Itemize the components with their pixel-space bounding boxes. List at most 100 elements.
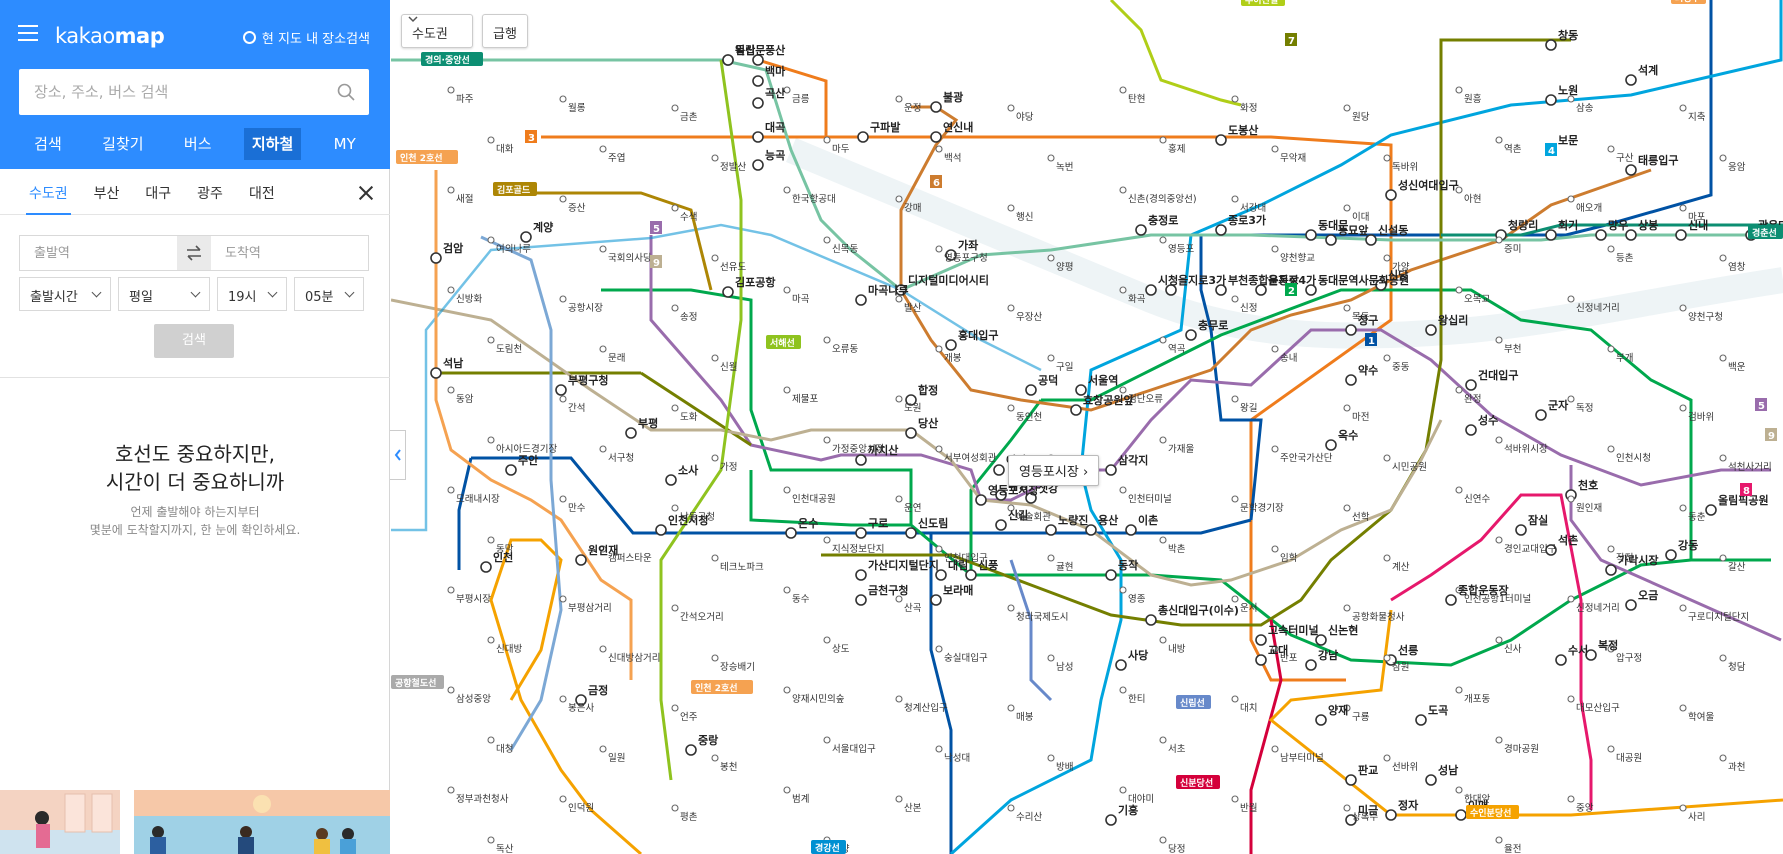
station-label[interactable]: 상록수 [1352,812,1378,823]
station-label[interactable]: 삼성중앙 [456,693,491,705]
station-marker[interactable] [1383,754,1391,762]
station-marker[interactable] [599,445,607,453]
station-label[interactable]: 한티 [1128,694,1145,705]
station-label[interactable]: 계양 [533,220,553,234]
station-label[interactable]: 내방 [1168,644,1186,655]
station-marker[interactable] [1047,554,1055,562]
station-label[interactable]: 백운 [1728,362,1746,373]
station-label[interactable]: 원인재 [588,543,618,557]
region-tab-daegu[interactable]: 대구 [145,186,172,202]
station-marker[interactable] [895,595,903,603]
station-marker[interactable] [783,186,791,194]
station-label[interactable]: 화곡 [1128,294,1146,305]
station-marker[interactable] [1455,386,1463,394]
minute-select[interactable]: 05분 [294,277,364,311]
station-marker[interactable] [1007,404,1015,412]
station-marker[interactable] [823,536,831,544]
station-marker[interactable] [1025,384,1037,396]
station-marker[interactable] [752,75,764,87]
station-marker[interactable] [711,254,719,262]
station-marker[interactable] [930,131,942,143]
station-label[interactable]: 행신 [1016,211,1033,223]
station-label[interactable]: 석계 [1638,63,1658,77]
station-marker[interactable] [823,236,831,244]
station-label[interactable]: 부평시장 [456,594,491,605]
station-marker[interactable] [1159,336,1167,344]
station-marker[interactable] [447,86,455,94]
station-marker[interactable] [480,561,492,573]
station-marker[interactable] [447,786,455,794]
station-label[interactable]: 작전 [1616,553,1633,564]
day-select[interactable]: 평일 [118,277,210,311]
station-marker[interactable] [895,695,903,703]
station-marker[interactable] [1231,195,1239,203]
station-label[interactable]: 도원 [904,403,921,414]
station-marker[interactable] [1343,304,1351,312]
station-marker[interactable] [1607,745,1615,753]
station-label[interactable]: 영등포구청 [944,253,988,264]
station-label[interactable]: 송정 [680,312,697,323]
station-label[interactable]: 신풍 [978,558,998,572]
station-marker[interactable] [1607,645,1615,653]
station-marker[interactable] [1007,704,1015,712]
station-marker[interactable] [1425,774,1437,786]
station-label[interactable]: 동묘앞 [1338,224,1368,237]
station-marker[interactable] [1665,549,1677,561]
station-marker[interactable] [905,527,917,539]
station-label[interactable]: 신설동 [1378,223,1408,237]
station-marker[interactable] [711,154,719,162]
station-marker[interactable] [559,795,567,803]
station-label[interactable]: 도화 [680,412,698,423]
station-marker[interactable] [1465,424,1477,436]
station-marker[interactable] [783,486,791,494]
station-marker[interactable] [1445,594,1457,606]
station-marker[interactable] [1343,804,1351,812]
station-label[interactable]: 동대문역사문화공원 [1318,273,1409,287]
station-marker[interactable] [1047,254,1055,262]
station-label[interactable]: 일원 [608,753,625,764]
station-label[interactable]: 학여울 [1688,711,1714,723]
station-label[interactable]: 증산 [568,203,586,214]
close-icon[interactable] [358,185,374,201]
station-label[interactable]: 홍대입구 [958,328,998,342]
station-marker[interactable] [711,754,719,762]
station-label[interactable]: 아현 [1464,194,1481,205]
station-marker[interactable] [1345,814,1357,826]
station-label[interactable]: 당산 [918,416,938,430]
station-marker[interactable] [1159,736,1167,744]
station-label[interactable]: 증미 [1504,244,1521,255]
station-label[interactable]: 인천대입구 [944,552,988,564]
station-label[interactable]: 올림픽공원 [1718,493,1769,507]
station-marker[interactable] [1047,654,1055,662]
station-marker[interactable] [930,101,942,113]
station-label[interactable]: 석바위시장 [1504,443,1548,455]
station-marker[interactable] [752,159,764,171]
station-label[interactable]: 발산 [904,303,922,314]
station-marker[interactable] [1495,136,1503,144]
station-marker[interactable] [1135,224,1147,236]
station-marker[interactable] [1465,379,1477,391]
station-marker[interactable] [945,249,957,261]
station-label[interactable]: 홍제 [1168,143,1185,155]
station-marker[interactable] [1495,836,1503,844]
station-marker[interactable] [857,131,869,143]
station-label[interactable]: 서울역 [1088,373,1118,387]
station-marker[interactable] [487,336,495,344]
station-marker[interactable] [783,786,791,794]
station-label[interactable]: 가정 [720,462,737,473]
station-label[interactable]: 공덕 [1038,373,1058,387]
station-marker[interactable] [895,284,907,296]
station-marker[interactable] [1625,229,1637,241]
station-marker[interactable] [965,569,977,581]
station-label[interactable]: 검바위 [1688,411,1714,423]
station-label[interactable]: 주엽 [608,153,625,164]
station-marker[interactable] [1115,659,1127,671]
station-marker[interactable] [685,744,697,756]
station-marker[interactable] [1455,809,1467,821]
station-label[interactable]: 효창공원앞 [1083,393,1134,407]
station-marker[interactable] [895,495,903,503]
station-label[interactable]: 사당 [1128,648,1148,662]
station-marker[interactable] [1159,236,1167,244]
station-marker[interactable] [487,536,495,544]
